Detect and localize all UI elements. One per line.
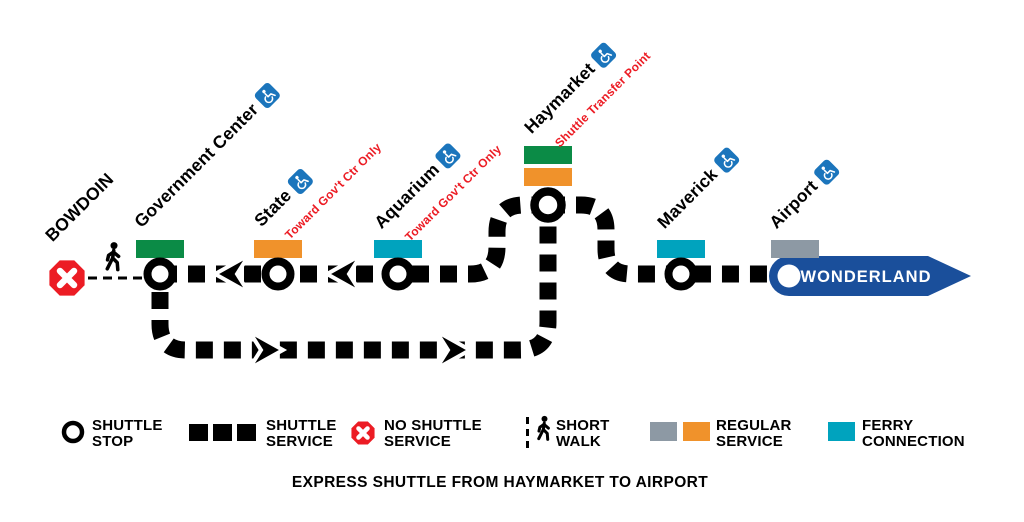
route-main-east [548,196,777,283]
arrow-east-icon [247,329,288,371]
bar-state-orange [254,240,302,258]
stop-aquarium [381,257,415,291]
legend-label-shuttle-stop: SHUTTLE STOP [92,417,163,450]
stop-haymarket [530,187,566,223]
bar-haymarket-green [524,146,572,164]
bar-airport-gray [771,240,819,258]
legend-label-no-shuttle-service: NO SHUTTLE SERVICE [384,417,482,450]
stop-airport [777,264,801,288]
legend-shuttle-service-icon [189,424,256,441]
legend-ferry-icon [828,422,855,441]
bar-haymarket-orange [524,168,572,186]
legend-label-regular-service: REGULAR SERVICE [716,417,792,450]
arrow-east-icon [434,329,475,371]
arrow-west-icon [210,253,251,295]
legend-no-shuttle-icon [351,421,375,445]
stop-government-center [143,257,177,291]
legend-regular-service-icon [650,422,710,441]
map-caption: EXPRESS SHUTTLE FROM HAYMARKET TO AIRPOR… [291,474,709,491]
arrow-west-icon [322,253,363,295]
bar-maverick-ferry [657,240,705,258]
route-express-loop [151,224,557,359]
legend-label-shuttle-service: SHUTTLE SERVICE [266,417,337,450]
legend-label-short-walk: SHORT WALK [556,417,610,450]
legend-shuttle-stop-icon [61,420,85,444]
no-shuttle-icon [49,260,85,296]
bar-aquarium-ferry [374,240,422,258]
legend-short-walk-icon [526,414,550,448]
bar-government-center-green [136,240,184,258]
wonderland-capsule [769,256,971,296]
stop-state [261,257,295,291]
wonderland-label: WONDERLAND [801,268,932,286]
stop-maverick [664,257,698,291]
legend-label-ferry-connection: FERRY CONNECTION [862,417,965,450]
route-main-west [160,196,548,283]
walking-person-icon [105,240,121,272]
